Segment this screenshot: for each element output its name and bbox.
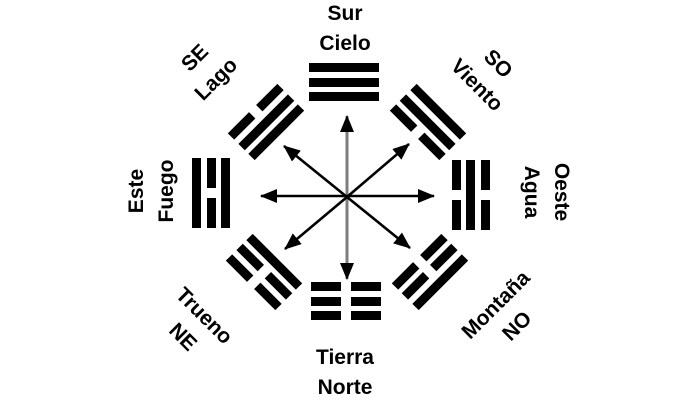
trigram-line-segment	[309, 92, 379, 101]
trigram-line-segment	[466, 160, 476, 230]
trigram-line-segment	[452, 200, 461, 230]
trigram-line-segment	[311, 311, 341, 320]
arrow-northeast	[346, 143, 410, 198]
element-name: Cielo	[319, 32, 371, 55]
trigram-cielo	[309, 63, 379, 101]
label-sur-cielo: Sur Cielo	[319, 0, 370, 59]
direction-name: Norte	[317, 376, 373, 399]
trigram-line-segment	[311, 282, 341, 291]
label-oeste-agua: Oeste Agua	[516, 163, 576, 221]
trigram-line-segment	[192, 158, 201, 228]
trigram-line-broken	[452, 160, 461, 230]
trigram-agua	[452, 160, 490, 230]
trigram-line-solid	[221, 158, 230, 228]
trigram-line-broken	[311, 282, 381, 291]
trigram-line-segment	[311, 296, 341, 306]
label-este-fuego: Este Fuego	[122, 160, 182, 223]
element-name: Tierra	[316, 346, 374, 369]
trigram-line-solid	[466, 160, 476, 230]
trigram-line-broken	[481, 160, 490, 230]
trigram-line-segment	[309, 77, 379, 87]
arrow-northwest	[283, 144, 348, 199]
trigram-line-broken	[311, 296, 381, 306]
element-name: Fuego	[155, 159, 178, 223]
trigram-line-segment	[309, 63, 379, 72]
trigram-line-segment	[221, 158, 230, 228]
trigram-tierra	[311, 282, 381, 320]
trigram-line-segment	[206, 198, 216, 228]
trigram-line-segment	[206, 158, 216, 188]
direction-name: Sur	[327, 2, 363, 25]
trigram-line-segment	[351, 296, 381, 306]
arrow-southeast	[346, 195, 411, 250]
arrow-southwest	[284, 196, 348, 250]
trigram-line-segment	[481, 160, 490, 190]
trigram-line-solid	[309, 63, 379, 72]
element-name: Agua	[520, 165, 543, 219]
label-tierra-norte: Tierra Norte	[316, 343, 374, 400]
trigram-line-broken	[311, 311, 381, 320]
trigram-line-segment	[452, 160, 461, 190]
trigram-line-solid	[192, 158, 201, 228]
trigram-line-broken	[206, 158, 216, 228]
trigram-line-solid	[309, 92, 379, 101]
trigram-line-solid	[309, 77, 379, 87]
trigram-line-segment	[481, 200, 490, 230]
direction-name: Oeste	[550, 162, 573, 222]
direction-name: Este	[125, 168, 148, 214]
trigram-fuego	[192, 158, 230, 228]
trigram-line-segment	[351, 311, 381, 320]
trigram-line-segment	[351, 282, 381, 291]
